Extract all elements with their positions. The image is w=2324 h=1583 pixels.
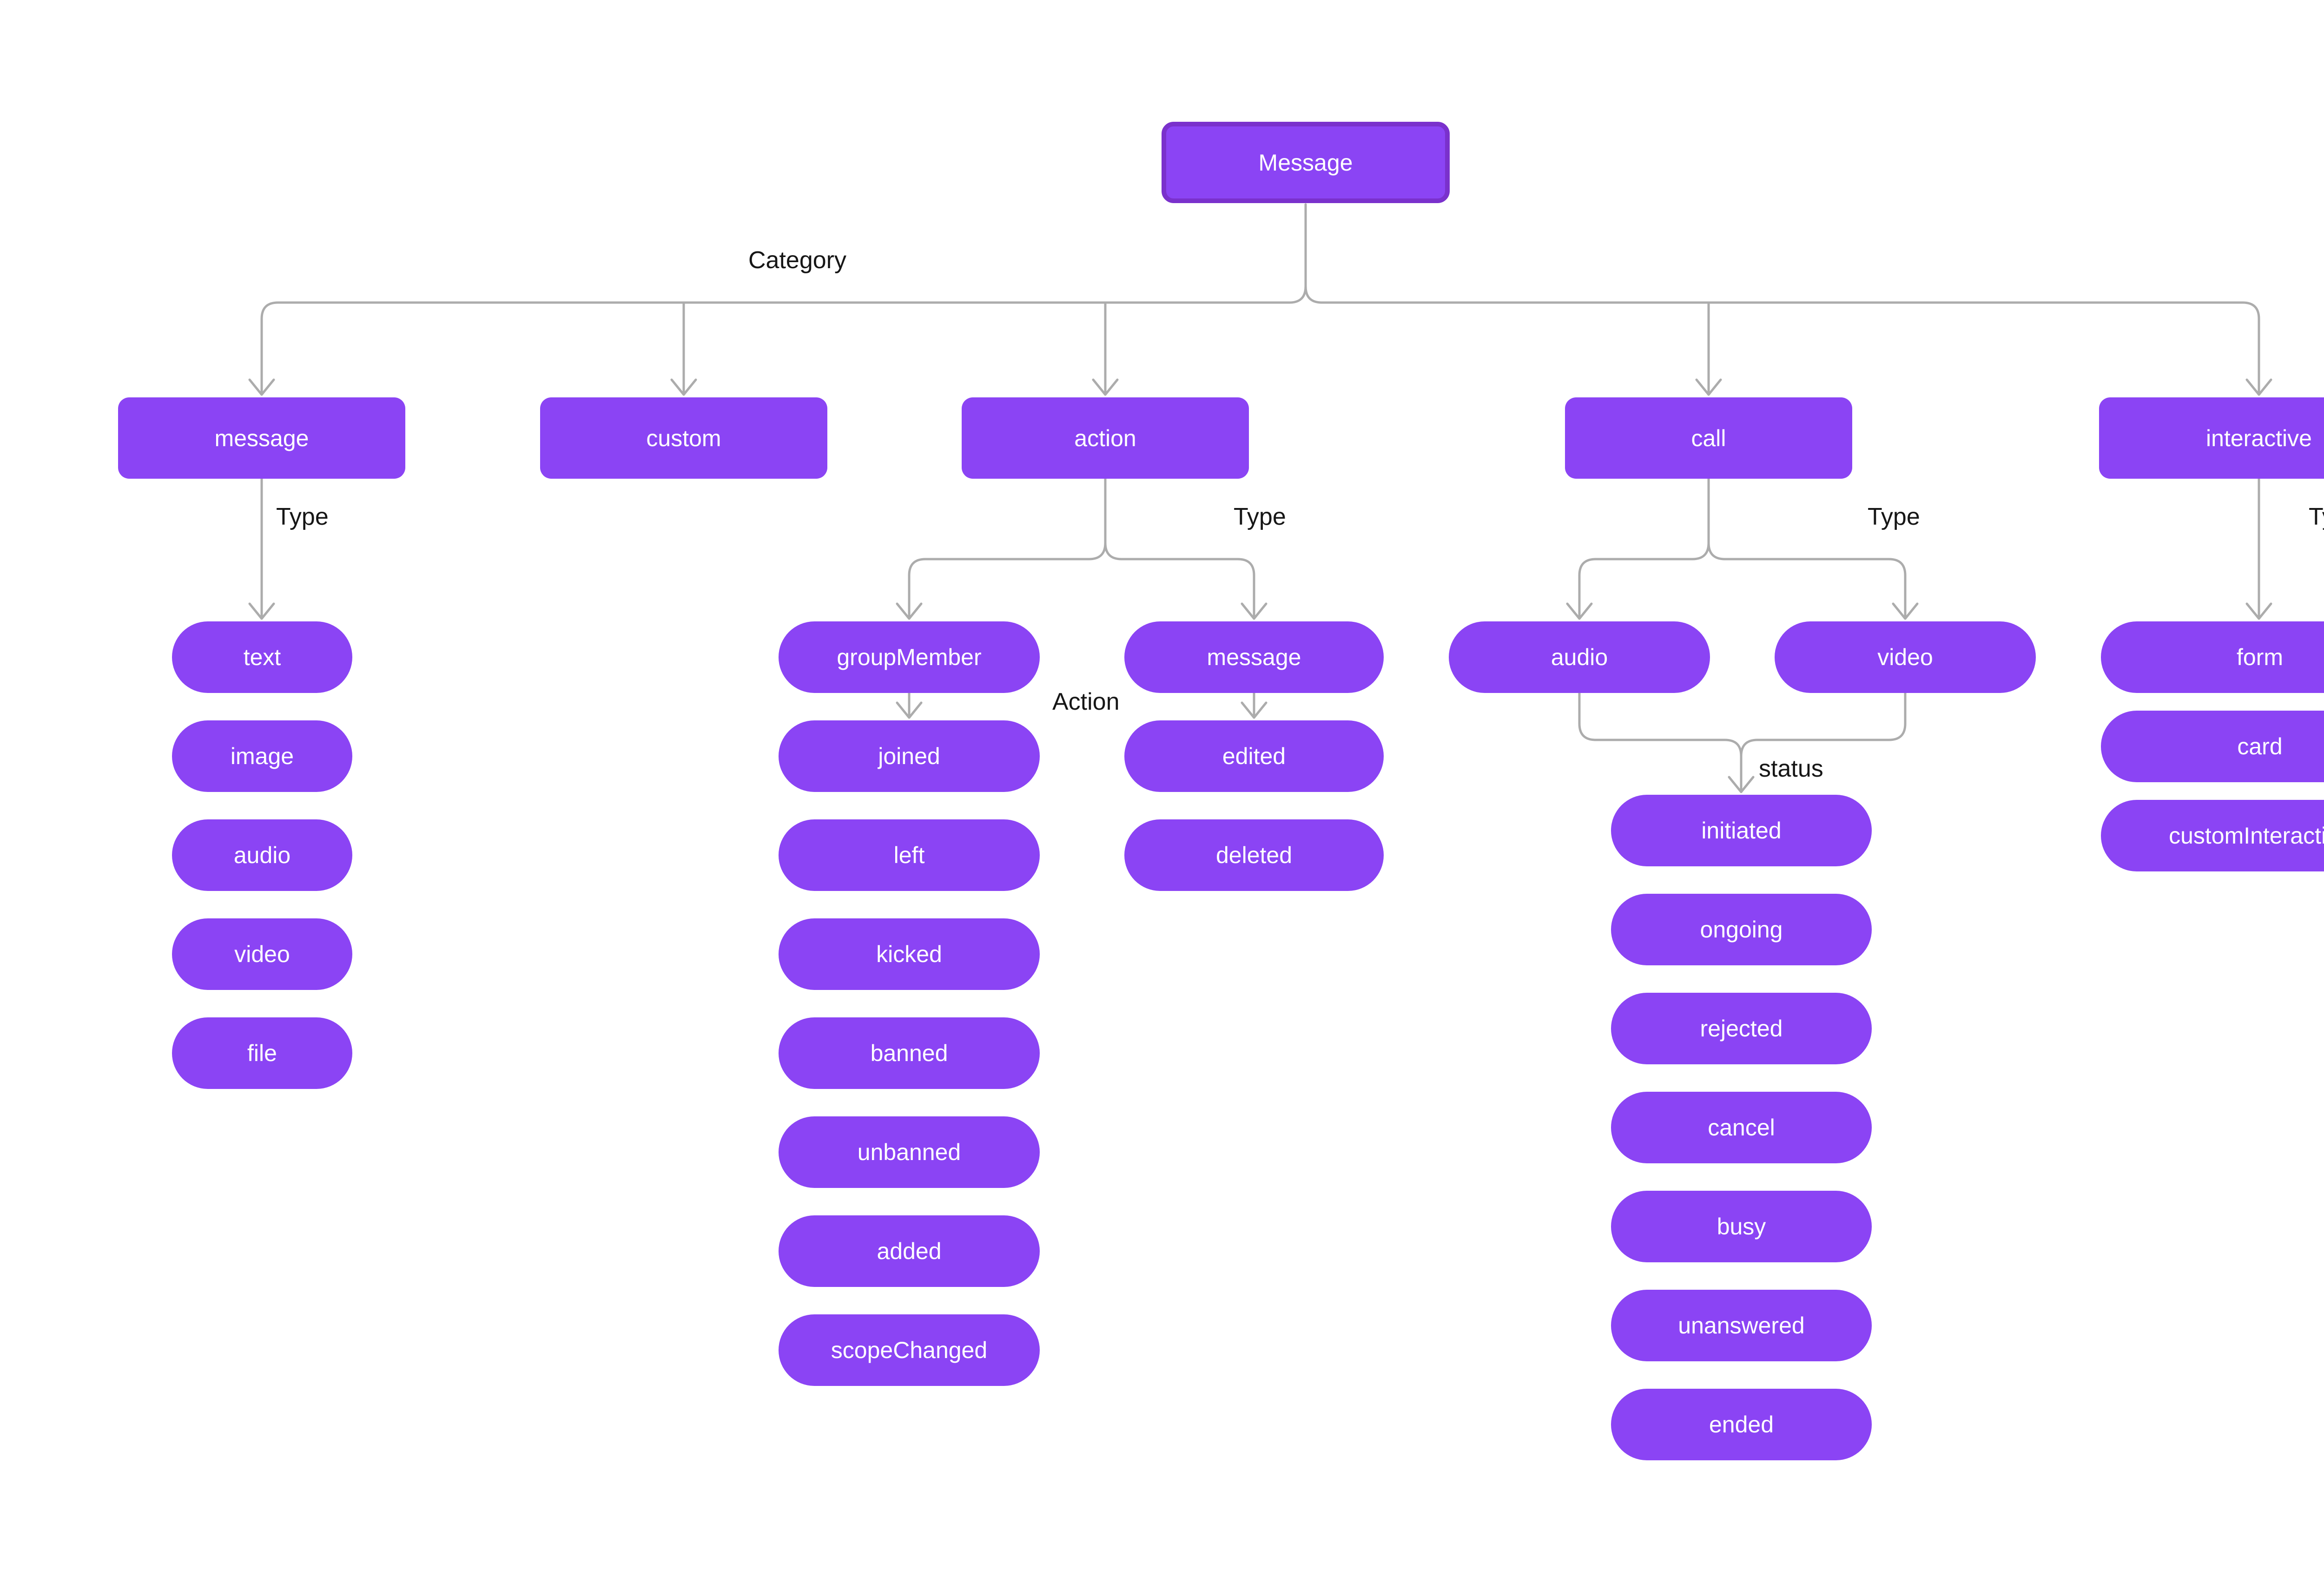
node-type-text: text	[172, 621, 352, 693]
edge-call-video	[1707, 477, 1907, 619]
node-type-message: message	[1124, 621, 1384, 693]
node-status-busy: busy	[1611, 1191, 1872, 1262]
node-root-message: Message	[1162, 122, 1450, 203]
node-status-ongoing: ongoing	[1611, 894, 1872, 965]
edge-trunk-left	[260, 203, 1307, 395]
node-action-left: left	[779, 819, 1040, 891]
node-type-card: card	[2101, 711, 2324, 782]
node-action-scopechanged: scopeChanged	[779, 1314, 1040, 1386]
node-type-custominteractive: customInteractive	[2101, 800, 2324, 871]
edge-action-groupmember	[908, 477, 1107, 619]
label-type-action: Type	[1234, 503, 1286, 530]
arrowhead	[1241, 701, 1268, 719]
node-status-ended: ended	[1611, 1389, 1872, 1460]
node-category-message: message	[118, 397, 405, 479]
node-status-cancel: cancel	[1611, 1092, 1872, 1163]
node-action-added: added	[779, 1215, 1040, 1287]
node-category-action: action	[962, 397, 1249, 479]
edge-call-audio	[1578, 477, 1710, 619]
node-status-unanswered: unanswered	[1611, 1290, 1872, 1361]
node-action-kicked: kicked	[779, 918, 1040, 990]
arrowhead	[1092, 378, 1119, 396]
label-type-interactive: Type	[2309, 503, 2324, 530]
node-action-banned: banned	[779, 1017, 1040, 1089]
node-status-initiated: initiated	[1611, 795, 1872, 866]
node-calltype-video: video	[1775, 621, 2036, 693]
node-category-call: call	[1565, 397, 1852, 479]
node-status-rejected: rejected	[1611, 993, 1872, 1064]
label-action: Action	[1052, 688, 1120, 715]
node-type-groupmember: groupMember	[779, 621, 1040, 693]
arrowhead	[248, 378, 275, 396]
node-action-edited: edited	[1124, 720, 1384, 792]
arrowhead	[670, 378, 697, 396]
label-status: status	[1759, 755, 1823, 782]
node-type-video: video	[172, 918, 352, 990]
edge-video-status	[1740, 692, 1907, 792]
arrowhead	[2245, 378, 2272, 396]
arrowhead	[1892, 602, 1919, 620]
arrowhead	[1241, 602, 1268, 620]
node-action-deleted: deleted	[1124, 819, 1384, 891]
node-type-audio: audio	[172, 819, 352, 891]
label-category: Category	[748, 247, 846, 274]
arrowhead	[1728, 776, 1755, 793]
node-action-joined: joined	[779, 720, 1040, 792]
arrowhead	[2245, 602, 2272, 620]
edge-trunk-right	[1304, 203, 2260, 395]
edge-audio-status	[1578, 692, 1743, 792]
node-type-form: form	[2101, 621, 2324, 693]
node-type-file: file	[172, 1017, 352, 1089]
arrowhead	[1695, 378, 1722, 396]
arrowhead	[1566, 602, 1593, 620]
edge-action-message	[1104, 477, 1255, 619]
label-type-call: Type	[1868, 503, 1920, 530]
arrowhead	[896, 701, 923, 719]
node-type-image: image	[172, 720, 352, 792]
label-type-message: Type	[276, 503, 329, 530]
node-calltype-audio: audio	[1449, 621, 1710, 693]
arrowhead	[896, 602, 923, 620]
node-category-custom: custom	[540, 397, 827, 479]
arrowhead	[248, 602, 275, 620]
node-category-interactive: interactive	[2099, 397, 2324, 479]
node-action-unbanned: unbanned	[779, 1116, 1040, 1188]
